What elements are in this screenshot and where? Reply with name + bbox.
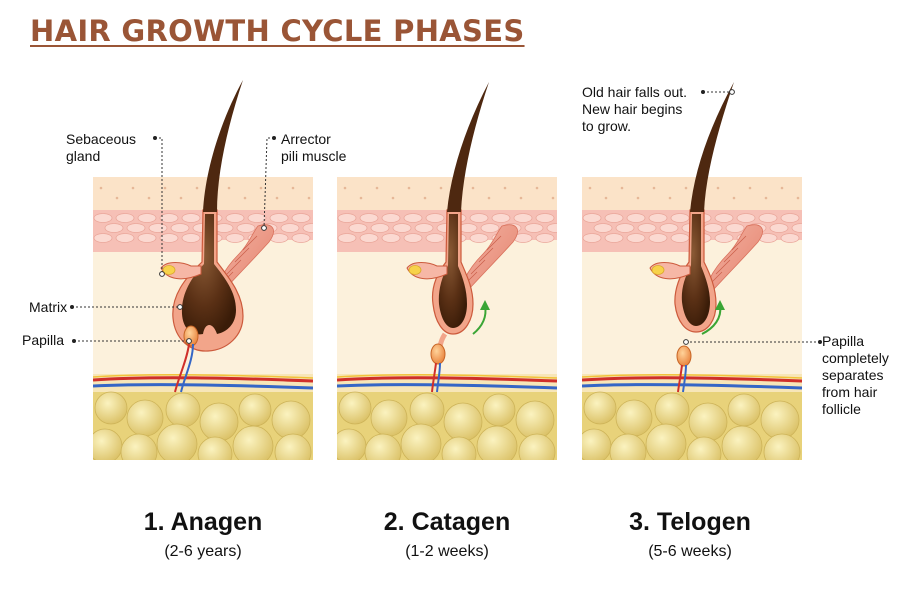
leader-matrix-end <box>178 305 183 310</box>
fat-cell <box>442 437 476 471</box>
label-old-hair: Old hair falls out. New hair begins to g… <box>582 84 687 135</box>
fat-cell <box>687 437 721 471</box>
fat-cell <box>272 401 310 439</box>
leader-old-hair-end <box>730 90 735 95</box>
sebum <box>409 266 421 275</box>
fat-cell <box>577 429 611 463</box>
fat-cell <box>516 401 554 439</box>
leader-sebaceous-gland-end <box>160 272 165 277</box>
dermal-papilla <box>431 344 445 364</box>
fat-cell <box>616 400 652 436</box>
leader-papilla-separates-end <box>684 340 689 345</box>
fat-cell <box>200 403 238 441</box>
fat-cell <box>483 394 515 426</box>
leader-papilla-dot <box>72 339 76 343</box>
phase-duration-anagen: (2-6 years) <box>93 543 313 561</box>
fat-cell <box>610 434 646 470</box>
fat-cell <box>198 437 232 471</box>
fat-cell <box>239 394 271 426</box>
fat-cell <box>444 403 482 441</box>
fat-cell <box>722 426 762 466</box>
label-papilla: Papilla <box>22 332 64 349</box>
leader-old-hair-dot <box>701 90 705 94</box>
phase-duration-catagen: (1-2 weeks) <box>337 543 557 561</box>
label-matrix: Matrix <box>29 299 67 316</box>
fat-cell <box>127 400 163 436</box>
leader-arrector-pili-end <box>262 226 267 231</box>
leader-sebaceous-gland-dot <box>153 136 157 140</box>
fat-cell <box>339 392 371 424</box>
fat-cell <box>728 394 760 426</box>
fat-cell <box>477 426 517 466</box>
dermal-papilla <box>677 346 691 366</box>
fat-cell <box>584 392 616 424</box>
fat-cell <box>764 434 800 470</box>
epidermis-top <box>93 177 313 210</box>
fat-cell <box>166 393 200 427</box>
fat-cell <box>88 429 122 463</box>
fat-cell <box>233 426 273 466</box>
label-sebaceous-gland: Sebaceous gland <box>66 131 136 165</box>
fat-cell <box>655 393 689 427</box>
fat-cell <box>121 434 157 470</box>
fat-cell <box>371 400 407 436</box>
leader-arrector-pili-dot <box>272 136 276 140</box>
panel-catagen <box>332 82 565 471</box>
fat-cell <box>401 424 441 464</box>
sebum <box>163 266 175 275</box>
label-papilla-separates: Papilla completely separates from hair f… <box>822 333 889 418</box>
fat-cell <box>689 403 727 441</box>
fat-cell <box>275 434 311 470</box>
fat-cell <box>761 401 799 439</box>
fat-cell <box>646 424 686 464</box>
label-arrector-pili: Arrector pili muscle <box>281 131 346 165</box>
phase-title-catagen: 2. Catagen <box>337 508 557 537</box>
fat-cell <box>95 392 127 424</box>
fat-cell <box>410 393 444 427</box>
leader-matrix-dot <box>70 305 74 309</box>
phase-title-anagen: 1. Anagen <box>93 508 313 537</box>
fat-cell <box>157 424 197 464</box>
phase-title-telogen: 3. Telogen <box>580 508 800 537</box>
fat-cell <box>365 434 401 470</box>
sebum <box>652 266 664 275</box>
leader-papilla-end <box>187 339 192 344</box>
epidermis-top <box>337 177 557 210</box>
phase-duration-telogen: (5-6 weeks) <box>580 543 800 561</box>
fat-cell <box>332 429 366 463</box>
fat-cell <box>519 434 555 470</box>
panel-telogen <box>577 82 810 471</box>
